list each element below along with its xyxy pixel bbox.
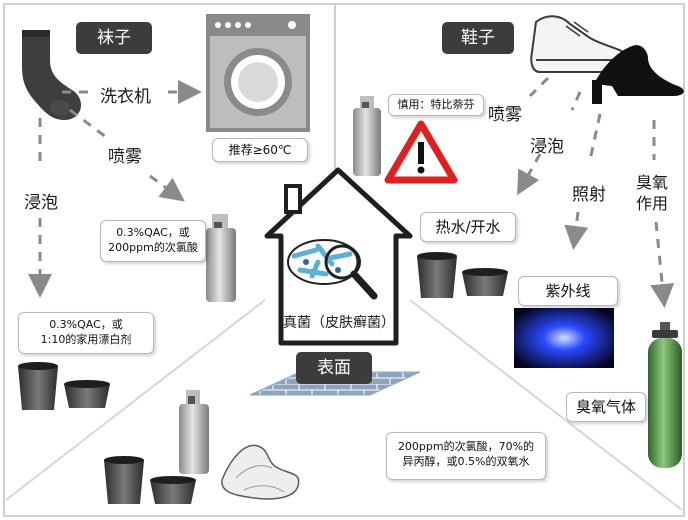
bucket-icon	[18, 362, 58, 410]
basin-icon	[64, 380, 110, 408]
frame	[3, 3, 685, 517]
surface-note-line-2: 异丙醇，或0.5%的双氧水	[402, 455, 530, 468]
arrow-shoe-soak	[570, 91, 582, 111]
divider-left	[5, 299, 266, 501]
socks-spray-note: 0.3%QAC，或 200ppm的次氯酸	[100, 220, 206, 262]
fungus-illustration	[287, 239, 361, 285]
dress-shoe-icon	[592, 45, 684, 104]
shoes-ozone-label: 臭氧 作用	[636, 172, 668, 214]
spray-bottle-icon	[353, 96, 381, 176]
shoes-ozone-label-line-2: 作用	[636, 194, 669, 213]
gas-cylinder-icon	[648, 322, 682, 468]
arrow-shoe-irradiate-head	[564, 211, 589, 250]
shoes-hot-water-note: 热水/开水	[420, 212, 516, 242]
arrow-shoe-soak-head	[517, 153, 542, 196]
surface-note: 200ppm的次氯酸，70%的 异丙醇，或0.5%的双氧水	[386, 432, 546, 480]
surface-title: 表面	[296, 352, 372, 384]
arrow-to-spray-head	[149, 174, 185, 202]
surface-note-line-1: 200ppm的次氯酸，70%的	[397, 440, 535, 453]
magnifier-icon	[324, 244, 378, 300]
spray-bottle-icon	[206, 214, 236, 302]
arrow-shoe-irradiate	[588, 113, 602, 161]
shoes-soak-label: 浸泡	[530, 137, 564, 157]
cloth-icon	[221, 444, 300, 500]
arrow-shoe-spray	[528, 76, 550, 98]
socks-wash-label: 洗衣机	[100, 87, 151, 107]
sock-icon	[22, 30, 82, 120]
socks-soak-label: 浸泡	[24, 193, 58, 213]
basin-icon	[150, 476, 196, 504]
socks-title: 袜子	[76, 22, 152, 54]
washer-note: 推荐≥60℃	[212, 138, 308, 162]
bucket-icon	[104, 456, 144, 504]
arrow-to-spray	[69, 108, 111, 142]
spray-bottle-icon	[179, 390, 209, 474]
shoes-ozone-gas-note: 臭氧气体	[566, 392, 646, 422]
socks-spray-label: 喷雾	[108, 147, 142, 167]
shoes-title: 鞋子	[442, 22, 514, 54]
socks-soak-note: 0.3%QAC，或 1:10的家用漂白剂	[18, 312, 154, 354]
socks-soak-note-line-1: 0.3%QAC，或	[49, 318, 123, 331]
warning-icon	[384, 120, 458, 184]
socks-spray-note-line-2: 200ppm的次氯酸	[108, 241, 198, 254]
shoes-ozone-label-line-1: 臭氧	[636, 173, 669, 192]
basin-icon	[462, 268, 508, 296]
washing-machine-icon	[206, 14, 310, 132]
bucket-icon	[417, 252, 457, 298]
shoes-warning-note: 慎用：特比萘芬	[388, 94, 484, 116]
socks-soak-note-line-2: 1:10的家用漂白剂	[40, 333, 132, 346]
socks-spray-note-line-1: 0.3%QAC，或	[116, 226, 190, 239]
shoes-uv-note: 紫外线	[518, 276, 618, 306]
uv-lamp-icon	[514, 308, 614, 368]
shoes-irradiate-label: 照射	[572, 185, 606, 205]
center-label: 真菌（皮肤癣菌）	[283, 315, 395, 331]
shoes-spray-label: 喷雾	[488, 105, 522, 125]
arrow-shoe-ozone-head	[650, 221, 675, 308]
divider-right	[409, 299, 683, 511]
